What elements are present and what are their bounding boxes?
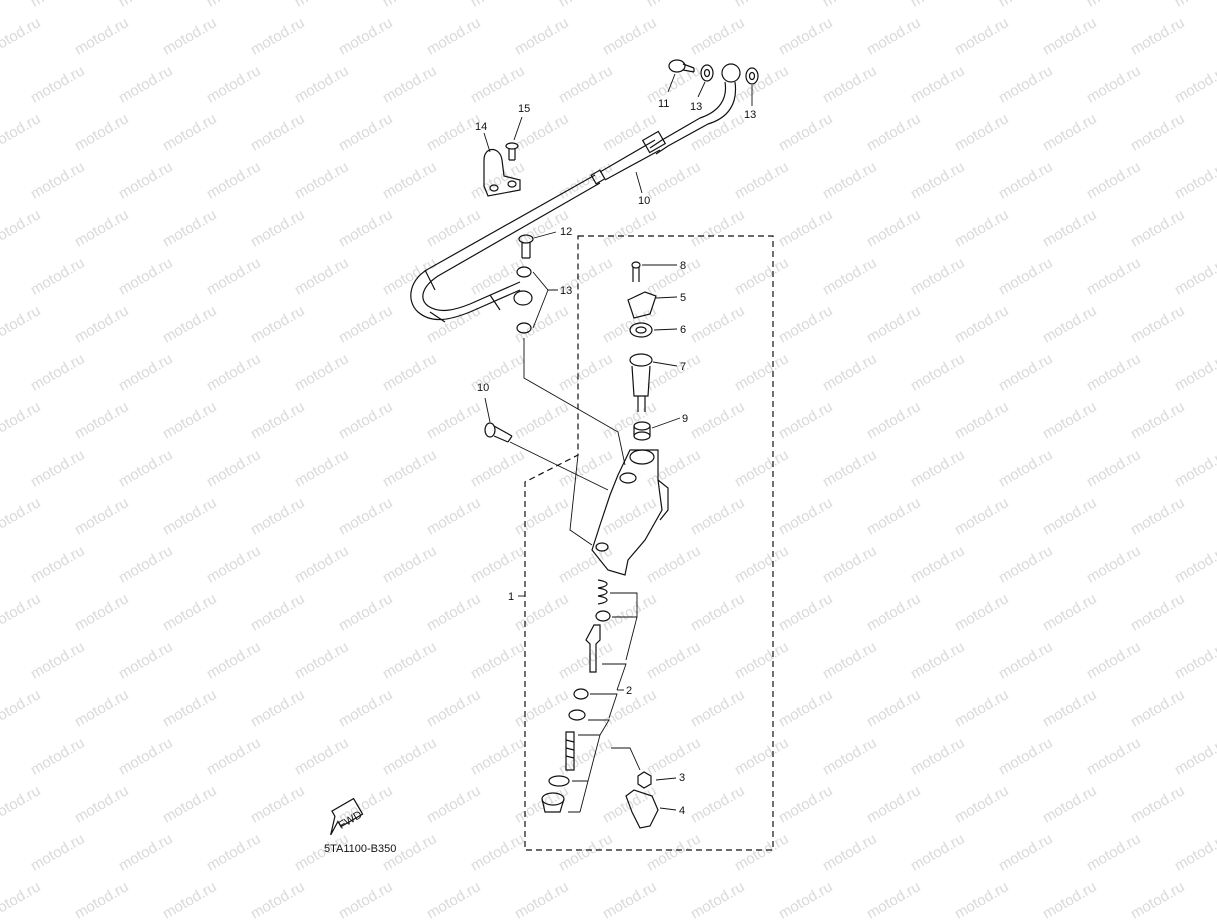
lower-washer-a	[516, 266, 532, 278]
piston	[585, 624, 601, 673]
upper-washer-b	[745, 67, 759, 85]
callout-10: 10	[477, 382, 489, 394]
lower-banjo	[513, 290, 533, 306]
callout-13-upper-right: 13	[744, 109, 756, 121]
leader-lines	[483, 73, 753, 813]
piston-spring	[597, 579, 608, 605]
callout-13-upper-left: 13	[690, 101, 702, 113]
master-cylinder-body	[591, 449, 669, 576]
lower-washer-b	[516, 322, 532, 334]
callout-3: 3	[679, 772, 685, 784]
upper-washer-b-hole	[748, 71, 756, 81]
callout-12-upper: 11	[658, 98, 669, 110]
callout-6: 6	[680, 324, 686, 336]
callout-1: 1	[508, 591, 514, 603]
piston-washer	[568, 709, 586, 721]
callout-labels: 11 13 13 15 14 10 12 13 8 5 6 7 9 10 1 2…	[324, 98, 756, 855]
fwd-label: FWD	[337, 809, 365, 832]
diagram-code: 5TA1100-B350	[324, 843, 396, 855]
piston-cup-a	[595, 610, 611, 622]
callout-14: 14	[475, 121, 487, 133]
callout-11: 10	[638, 195, 650, 207]
callout-5: 5	[680, 292, 686, 304]
callout-13-lower: 13	[560, 285, 572, 297]
reservoir-screw	[631, 261, 641, 282]
brake-hose	[410, 81, 737, 323]
piston-cup-b	[573, 688, 589, 700]
callout-4: 4	[679, 805, 685, 817]
upper-washer-a-hole	[703, 68, 711, 78]
dust-boot	[541, 792, 565, 813]
hose-banjo-upper	[721, 63, 741, 83]
fwd-arrow	[330, 797, 364, 836]
clamp-screw	[505, 142, 519, 161]
reservoir-cap	[627, 291, 657, 319]
lower-union-bolt	[518, 234, 534, 259]
callout-12-lower: 12	[560, 226, 572, 238]
circlip	[548, 775, 570, 787]
assembly-boundary	[524, 235, 774, 851]
reservoir-diaphragm	[629, 353, 653, 412]
upper-union-bolt	[668, 59, 695, 73]
callout-15: 15	[518, 103, 530, 115]
callout-9: 9	[682, 413, 688, 425]
upper-washer-a	[700, 64, 714, 82]
push-rod	[565, 731, 575, 771]
reservoir-cup	[633, 421, 651, 441]
clevis	[625, 789, 659, 829]
mount-bolt	[484, 422, 513, 443]
diaphragm-plate	[629, 322, 653, 338]
hose-clamp	[483, 148, 521, 197]
callout-8: 8	[680, 260, 686, 272]
callout-2: 2	[626, 685, 632, 697]
locknut	[637, 771, 652, 789]
callout-7: 7	[680, 361, 686, 373]
